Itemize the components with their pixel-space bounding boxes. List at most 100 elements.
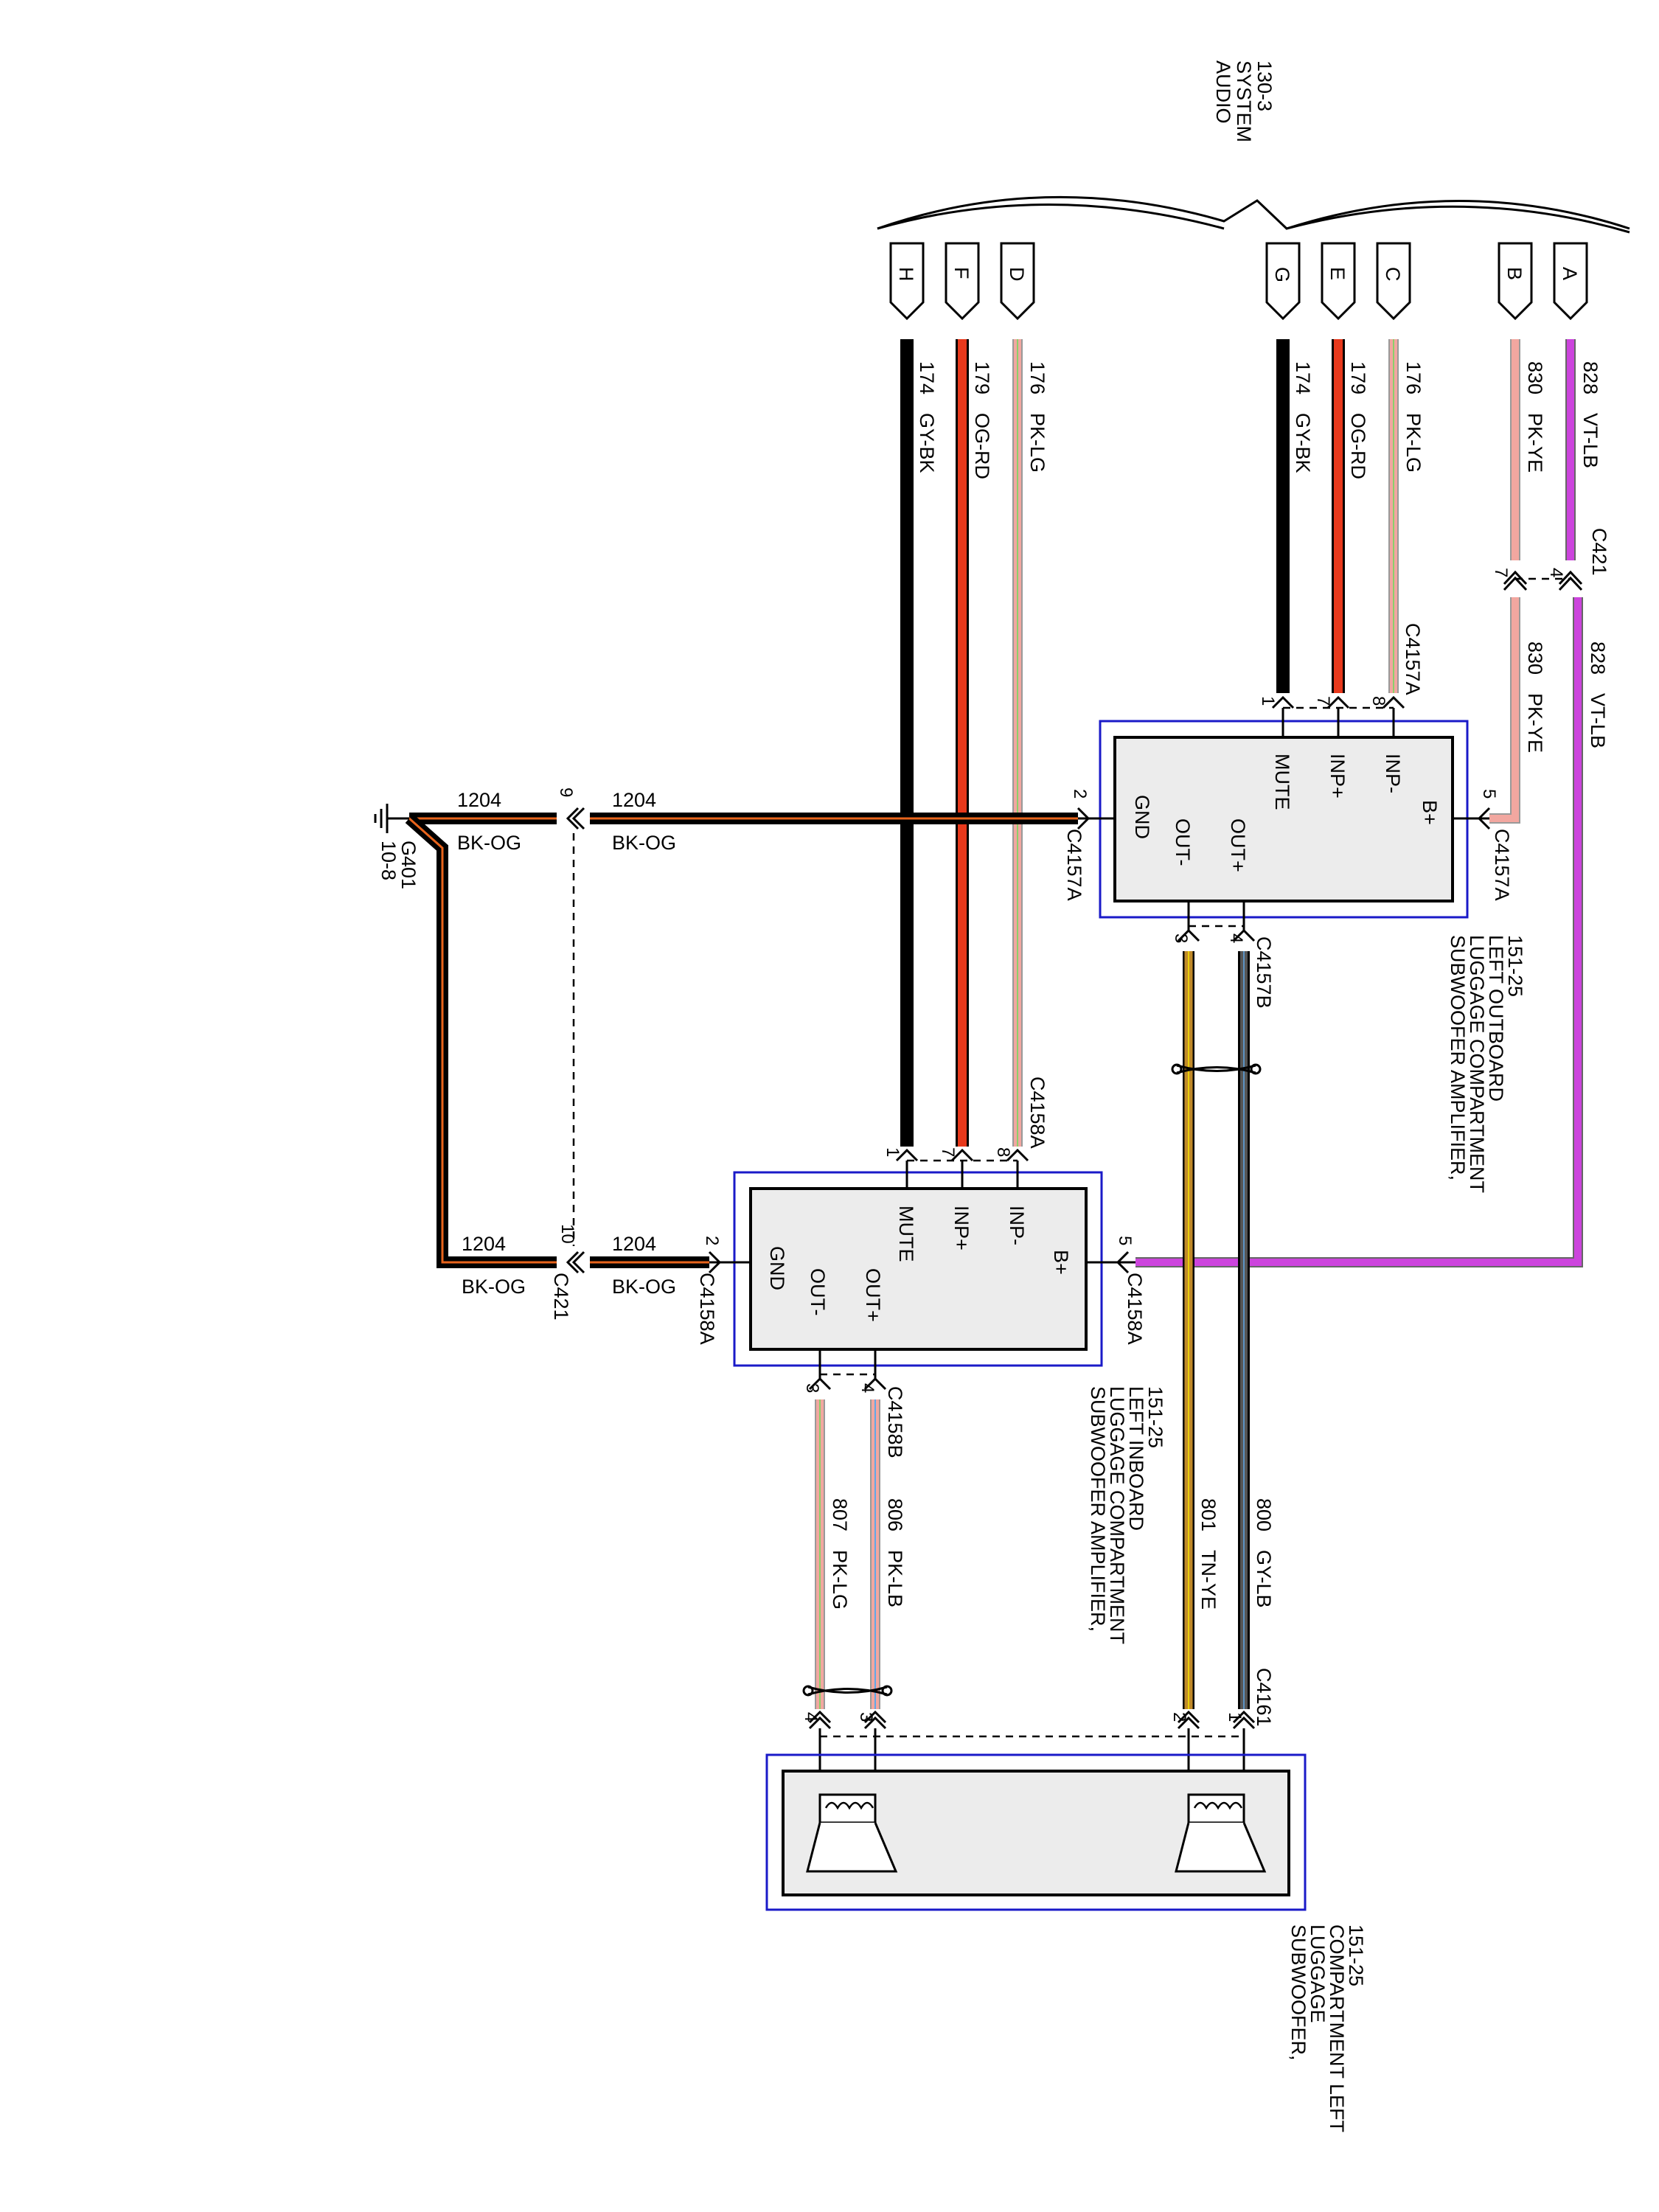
pin-4: 4 <box>858 1383 877 1393</box>
pin-4: 4 <box>801 1712 821 1722</box>
connector-letter: B <box>1503 267 1526 280</box>
label-828-circuit: 828 <box>1579 361 1601 394</box>
terminal-inp-pos: INP+ <box>1326 754 1349 799</box>
twisted-pair-inboard <box>802 1685 893 1697</box>
label-179-color: OG-RD <box>1347 413 1369 479</box>
connector-letter: G <box>1271 267 1293 282</box>
c4157a-label-top: C4157A <box>1402 623 1424 695</box>
twisted-pair-outboard <box>1171 1063 1262 1075</box>
connector-pin-g: G <box>1265 242 1301 321</box>
label-828-color: VT-LB <box>1579 413 1601 468</box>
label-801-color: TN-YE <box>1197 1550 1220 1610</box>
connector-pin-d: D <box>1000 242 1035 321</box>
label-179-circuit: 179 <box>1347 361 1369 394</box>
pin-7: 7 <box>1491 568 1511 577</box>
pin-3: 3 <box>1171 933 1191 943</box>
label-1204-circuit: 1204 <box>462 1233 506 1255</box>
wire-labels-1204: 1204 BK-OG 1204 BK-OG 1204 BK-OG 1204 BK… <box>457 789 676 1298</box>
pin-2: 2 <box>702 1236 722 1245</box>
amp-outboard-caption: SUBWOOFER AMPLIFIER, LUGGAGE COMPARTMENT… <box>1447 935 1526 1193</box>
pin-5: 5 <box>1479 789 1499 799</box>
label-800-circuit: 800 <box>1253 1498 1275 1531</box>
wire-1204-bk-og <box>405 813 1078 1268</box>
terminal-mute: MUTE <box>1271 754 1293 810</box>
pin-2: 2 <box>1070 789 1090 799</box>
c4158a-label-bplus: C4158A <box>1124 1273 1146 1345</box>
caption-line-3: LEFT INBOARD <box>1125 1386 1147 1531</box>
label-830-color: PK-YE <box>1524 693 1546 753</box>
label-807-color: PK-LG <box>829 1550 851 1610</box>
pin-8: 8 <box>993 1147 1013 1157</box>
label-174-circuit: 174 <box>1292 361 1314 394</box>
amp-inboard-caption: SUBWOOFER AMPLIFIER, LUGGAGE COMPARTMENT… <box>1087 1386 1166 1644</box>
pin-3: 3 <box>856 1712 876 1722</box>
c4161-label: C4161 <box>1253 1668 1275 1727</box>
pin-8: 8 <box>1368 696 1388 706</box>
label-179-circuit: 179 <box>971 361 993 394</box>
caption-line-2: LUGGAGE COMPARTMENT <box>1106 1386 1128 1644</box>
c421-ground-connector: 9 10 C421 <box>550 787 585 1321</box>
terminal-out-pos: OUT+ <box>1227 818 1249 872</box>
caption-line-4: 151-25 <box>1144 1386 1166 1448</box>
caption-line-1: SUBWOOFER AMPLIFIER, <box>1087 1386 1109 1632</box>
pin-9: 9 <box>556 787 576 797</box>
terminal-inp-neg: INP- <box>1382 754 1404 793</box>
label-176-color: PK-LG <box>1402 413 1425 473</box>
terminal-inp-neg: INP- <box>1006 1206 1028 1245</box>
label-807-circuit: 807 <box>829 1498 851 1531</box>
connector-letter: A <box>1559 267 1581 280</box>
label-1204-color: BK-OG <box>612 1276 676 1298</box>
pin-7: 7 <box>938 1147 958 1157</box>
label-174-circuit: 174 <box>916 361 938 394</box>
label-1204-color: BK-OG <box>462 1276 526 1298</box>
subwoofer-caption: SUBWOOFER, LUGGAGE COMPARTMENT LEFT 151-… <box>1287 1924 1367 2132</box>
audio-label: AUDIO <box>1212 60 1234 124</box>
c4158b-label: C4158B <box>884 1386 906 1458</box>
pin-5: 5 <box>1115 1236 1135 1245</box>
label-830-color: PK-YE <box>1524 413 1546 473</box>
caption-line-2: LUGGAGE <box>1307 1924 1329 2023</box>
label-1204-circuit: 1204 <box>612 1233 656 1255</box>
label-830-circuit: 830 <box>1524 641 1546 675</box>
speaker-icon <box>1175 1793 1267 1873</box>
terminal-inp-pos: INP+ <box>950 1206 973 1251</box>
connector-pin-f: F <box>945 242 980 321</box>
connector-letter: C <box>1382 267 1404 282</box>
pin-1: 1 <box>883 1147 902 1157</box>
connector-pin-c: C <box>1376 242 1411 321</box>
pin-10: 10 <box>557 1224 577 1244</box>
audio-system-brace <box>877 195 1630 234</box>
terminal-bplus: B+ <box>1050 1250 1072 1275</box>
pin-4: 4 <box>1546 568 1566 577</box>
pin-4: 4 <box>1226 933 1246 943</box>
c421-label: C421 <box>550 1273 572 1321</box>
label-174-color: GY-BK <box>916 413 938 473</box>
ground-name: G401 <box>397 841 420 889</box>
terminal-out-pos: OUT+ <box>862 1268 884 1322</box>
audio-system-page: 130-3 <box>1253 60 1276 111</box>
label-1204-color: BK-OG <box>612 832 676 854</box>
ground-g401: G401 10-8 <box>374 804 420 889</box>
connector-pin-b: B <box>1498 242 1533 321</box>
terminal-mute: MUTE <box>895 1206 917 1262</box>
connector-letter: D <box>1006 267 1028 282</box>
label-176-circuit: 176 <box>1402 361 1425 394</box>
label-806-circuit: 806 <box>884 1498 906 1531</box>
caption-line-1: SUBWOOFER, <box>1287 1924 1310 2061</box>
c4157a-label-bplus: C4157A <box>1491 829 1513 901</box>
label-828-circuit: 828 <box>1587 641 1609 675</box>
speaker-icon <box>806 1793 898 1873</box>
label-176-circuit: 176 <box>1026 361 1048 394</box>
pin-3: 3 <box>802 1383 822 1393</box>
label-828-color: VT-LB <box>1587 693 1609 748</box>
label-179-color: OG-RD <box>971 413 993 479</box>
label-806-color: PK-LB <box>884 1550 906 1607</box>
subwoofer: 4 3 2 1 C4161 <box>765 1668 1307 1911</box>
connector-letter: H <box>895 267 917 282</box>
label-801-circuit: 801 <box>1197 1498 1220 1531</box>
terminal-out-neg: OUT- <box>1172 818 1194 866</box>
c4158a-label-gnd: C4158A <box>696 1273 718 1345</box>
connector-pin-a: A <box>1553 242 1588 321</box>
c4158a-label-top: C4158A <box>1026 1077 1048 1149</box>
c421-top-connector: 7 4 C421 <box>1491 528 1610 591</box>
